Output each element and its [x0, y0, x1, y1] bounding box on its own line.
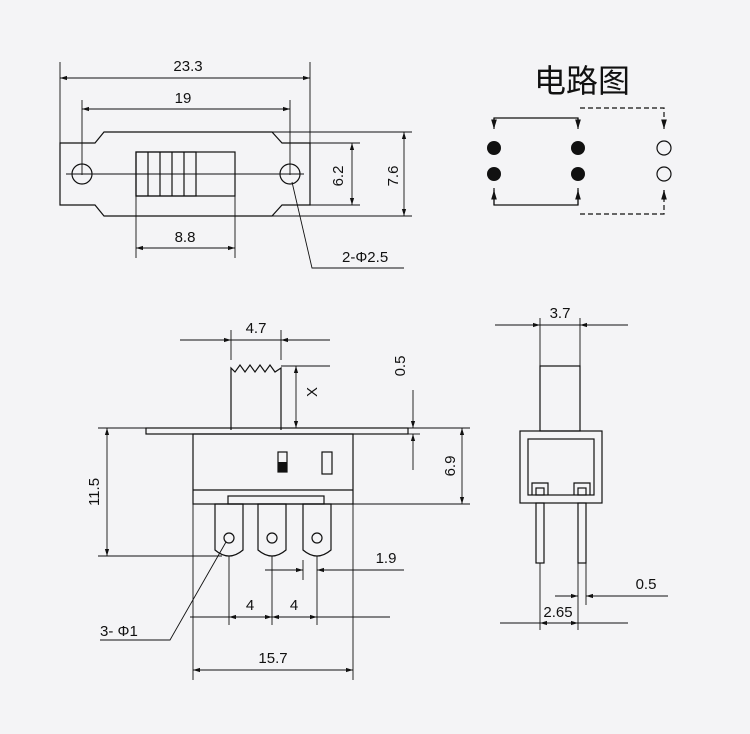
contact-filled-1 — [487, 141, 501, 155]
dim-pin-pitch-1: 4 — [246, 597, 254, 614]
circuit-title: 电路图 — [534, 62, 630, 100]
dim-inner-height: 6.2 — [330, 166, 347, 187]
dim-body-length: 15.7 — [258, 650, 287, 667]
contact-open-2 — [656, 166, 672, 182]
pin-center — [257, 503, 287, 557]
dim-body-height: 6.9 — [442, 456, 459, 477]
circuit-diagram: 电路图 — [487, 62, 672, 215]
label-pin-holes: 3- Φ1 — [100, 623, 138, 640]
dim-pin-pitch-2: 4 — [290, 597, 298, 614]
front-view: 4.7 X 0.5 6.9 11.5 — [86, 320, 470, 680]
dim-slot-length: 8.8 — [175, 229, 196, 246]
front-knob — [230, 363, 282, 430]
contact-filled-2 — [487, 167, 501, 181]
dim-knob-thickness: 3.7 — [550, 305, 571, 322]
pin-right — [302, 503, 332, 557]
dim-knob-width: 4.7 — [246, 320, 267, 337]
leader-mount-holes — [291, 181, 404, 269]
dim-outer-height: 7.6 — [385, 166, 402, 187]
dim-pin-thickness: 0.5 — [636, 576, 657, 593]
side-view: 3.7 0.5 2.65 — [495, 305, 668, 630]
label-mount-holes: 2-Φ2.5 — [342, 249, 388, 266]
dim-hole-spacing: 19 — [175, 90, 192, 107]
dim-total-height: 11.5 — [86, 478, 103, 506]
side-body — [519, 430, 603, 504]
dim-overall-length: 23.3 — [173, 58, 202, 75]
dim-plate-thickness: 0.5 — [392, 356, 409, 377]
leader-pin-holes — [100, 541, 227, 641]
top-view: 23.3 19 8.8 6.2 7.6 2-Φ2.5 — [59, 58, 412, 269]
front-body — [192, 433, 354, 505]
side-pin-left — [535, 502, 545, 564]
contact-filled-3 — [571, 141, 585, 155]
dim-knob-travel: X — [304, 387, 321, 397]
side-pin-right — [577, 502, 587, 564]
contact-filled-4 — [571, 167, 585, 181]
contact-open-1 — [656, 140, 672, 156]
dim-pin-row-spacing: 2.65 — [543, 604, 572, 621]
side-knob — [539, 365, 581, 432]
dim-pin-offset: 1.9 — [376, 550, 397, 567]
pin-left — [214, 503, 244, 557]
slider-knob — [135, 151, 197, 197]
front-plate — [145, 427, 409, 435]
